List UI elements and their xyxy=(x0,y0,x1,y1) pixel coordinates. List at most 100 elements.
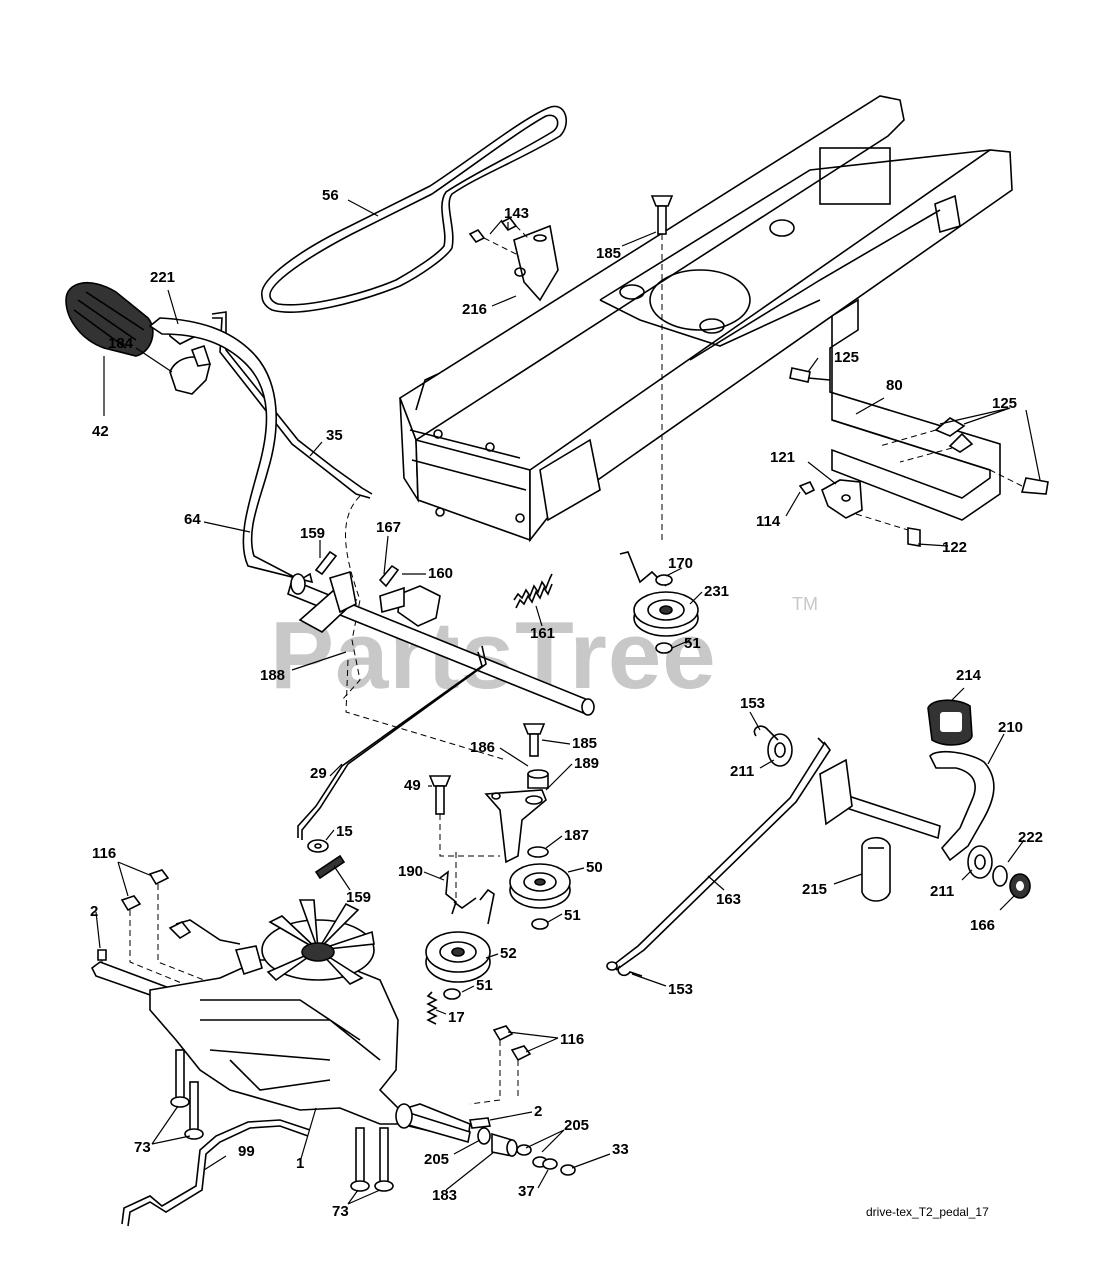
callout-56: 56 xyxy=(322,187,339,204)
callout-73-left: 73 xyxy=(134,1139,151,1156)
bolt-73b-icon[interactable] xyxy=(350,1127,394,1192)
spring-161-icon[interactable] xyxy=(513,573,553,609)
callout-42: 42 xyxy=(92,423,109,440)
cooling-fan-icon[interactable] xyxy=(261,899,375,985)
pin-159-icon[interactable] xyxy=(314,550,400,588)
pin-159b-icon[interactable] xyxy=(314,854,346,880)
bushing-211a-icon[interactable] xyxy=(767,733,793,767)
nut-51c-icon[interactable] xyxy=(443,988,461,1000)
washer-15-icon[interactable] xyxy=(307,839,329,853)
shift-lever-64-icon[interactable] xyxy=(148,317,595,716)
bracket-121-icon[interactable] xyxy=(821,479,863,519)
callout-214: 214 xyxy=(956,667,982,684)
callout-33: 33 xyxy=(612,1141,629,1158)
washer-205b-icon[interactable] xyxy=(477,1127,491,1145)
callout-80: 80 xyxy=(886,377,903,394)
callout-15: 15 xyxy=(336,823,353,840)
callout-184: 184 xyxy=(108,335,134,352)
leader-lines xyxy=(95,199,1041,1205)
nut-114-icon[interactable] xyxy=(798,480,816,496)
clip-153b-icon[interactable] xyxy=(617,965,643,977)
pedal-arm-210-icon[interactable] xyxy=(819,750,995,862)
callout-1: 1 xyxy=(296,1155,304,1172)
callout-153-top: 153 xyxy=(740,695,765,712)
washer-187-icon[interactable] xyxy=(527,846,549,858)
nut-33-icon[interactable] xyxy=(560,1164,576,1176)
bracket-216-icon[interactable] xyxy=(513,224,559,302)
washer-222-icon[interactable] xyxy=(992,865,1008,887)
pivot-160-icon[interactable] xyxy=(379,585,441,627)
pulley-52-icon[interactable] xyxy=(425,931,491,983)
spring-190-icon[interactable] xyxy=(439,852,495,925)
bolt-122-icon[interactable] xyxy=(855,513,921,547)
callout-51-lower: 51 xyxy=(476,977,493,994)
callout-231: 231 xyxy=(704,583,729,600)
bolt-125b-icon[interactable] xyxy=(879,417,974,463)
callout-49: 49 xyxy=(404,777,421,794)
pulley-231-icon[interactable] xyxy=(633,591,699,637)
callout-2-right: 2 xyxy=(534,1103,542,1120)
chassis-frame-icon[interactable] xyxy=(399,95,1013,543)
shift-link-29-icon[interactable] xyxy=(297,645,507,840)
transaxle-1-icon[interactable] xyxy=(90,919,471,1141)
callout-122: 122 xyxy=(942,539,967,556)
nut-116b-icon[interactable] xyxy=(469,1025,532,1105)
cover-215-icon[interactable] xyxy=(861,836,891,902)
callout-50: 50 xyxy=(586,859,603,876)
callout-35: 35 xyxy=(326,427,343,444)
callout-153-lower: 153 xyxy=(668,981,693,998)
bracket-80-icon[interactable] xyxy=(829,298,1001,521)
callout-17: 17 xyxy=(448,1009,465,1026)
bolt-49-icon[interactable] xyxy=(428,775,500,857)
spacer-186-icon[interactable] xyxy=(527,769,549,789)
callout-205-lower: 205 xyxy=(424,1151,449,1168)
callout-2-left: 2 xyxy=(90,903,98,920)
callout-185-top: 185 xyxy=(596,245,621,262)
bypass-rod-99-icon[interactable] xyxy=(121,1119,311,1227)
callout-189: 189 xyxy=(574,755,599,772)
callout-183: 183 xyxy=(432,1187,457,1204)
knob-42-icon[interactable] xyxy=(65,282,154,357)
bolt-125c-icon[interactable] xyxy=(989,469,1049,495)
callout-116-left: 116 xyxy=(92,845,116,862)
callout-29: 29 xyxy=(310,765,327,782)
cap-184-icon[interactable] xyxy=(169,344,212,395)
bracket-188-icon[interactable] xyxy=(298,570,358,633)
callout-37: 37 xyxy=(518,1183,535,1200)
bolt-125a-icon[interactable] xyxy=(789,367,831,383)
idler-spring-170-icon[interactable] xyxy=(619,551,673,587)
drive-belt-icon[interactable] xyxy=(261,105,568,313)
callout-51-top: 51 xyxy=(684,635,701,652)
bushing-211b-icon[interactable] xyxy=(967,845,993,879)
pedal-pad-214-icon[interactable] xyxy=(927,699,973,746)
callout-211-top: 211 xyxy=(730,763,754,780)
nut-116a-icon[interactable] xyxy=(120,869,205,985)
callout-51-mid: 51 xyxy=(564,907,581,924)
callout-143: 143 xyxy=(504,205,529,222)
nut-51b-icon[interactable] xyxy=(531,918,549,930)
washer-37-icon[interactable] xyxy=(542,1158,558,1170)
bolt-185-icon[interactable] xyxy=(650,195,674,540)
callout-167: 167 xyxy=(376,519,401,536)
callout-99: 99 xyxy=(238,1143,255,1160)
spacer-183-icon[interactable] xyxy=(491,1132,518,1157)
callout-163: 163 xyxy=(716,891,741,908)
callout-114: 114 xyxy=(756,513,781,530)
washer-166-icon[interactable] xyxy=(1009,873,1031,899)
watermark-tm: TM xyxy=(792,594,818,614)
diagram-reference: drive-tex_T2_pedal_17 xyxy=(866,1205,989,1219)
bolt-73a-icon[interactable] xyxy=(170,1049,204,1140)
spring-17-icon[interactable] xyxy=(426,991,438,1025)
screw-143-icon[interactable] xyxy=(468,216,531,257)
callout-160: 160 xyxy=(428,565,453,582)
idler-bracket-189-icon[interactable] xyxy=(484,789,547,864)
bolt-185b-icon[interactable] xyxy=(522,723,546,757)
nut-51a-icon[interactable] xyxy=(655,642,673,654)
callout-187: 187 xyxy=(564,827,589,844)
pulley-50-icon[interactable] xyxy=(509,863,571,909)
axle-right-icon[interactable] xyxy=(395,1103,491,1144)
callout-216: 216 xyxy=(462,301,487,318)
callout-125-mid: 125 xyxy=(992,395,1017,412)
callout-188: 188 xyxy=(260,667,285,684)
link-rod-163-icon[interactable] xyxy=(606,737,831,971)
